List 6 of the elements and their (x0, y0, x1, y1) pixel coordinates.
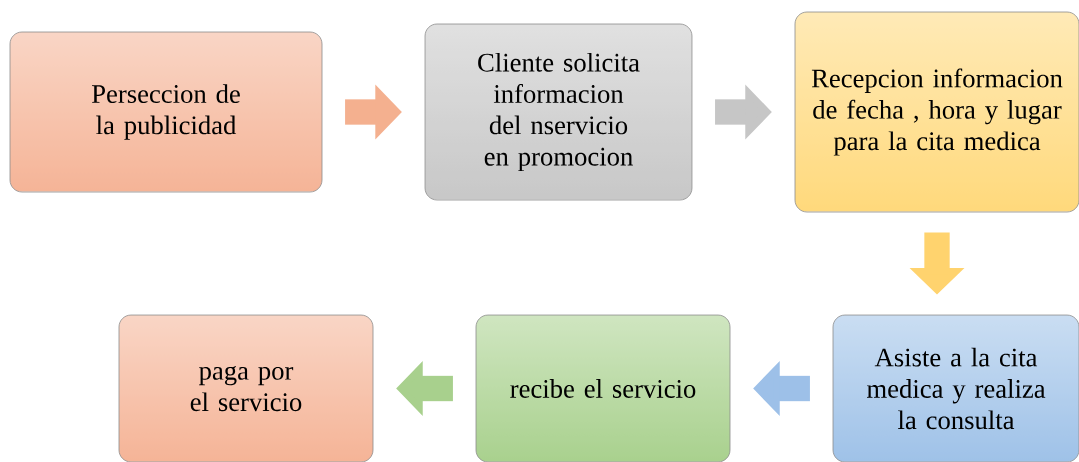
process-box: Recepcion informacion de fecha , hora y lugar para la cita medica (794, 11, 1079, 213)
process-box: paga por el servicio (118, 314, 374, 462)
process-box: Perseccion de la publicidad (9, 31, 323, 193)
process-box: Cliente solicita informacion del nservicio en promocion (424, 23, 693, 201)
process-box: Asiste a la cita medica y realiza la consulta (832, 314, 1079, 462)
process-box: recibe el servicio (475, 314, 731, 462)
